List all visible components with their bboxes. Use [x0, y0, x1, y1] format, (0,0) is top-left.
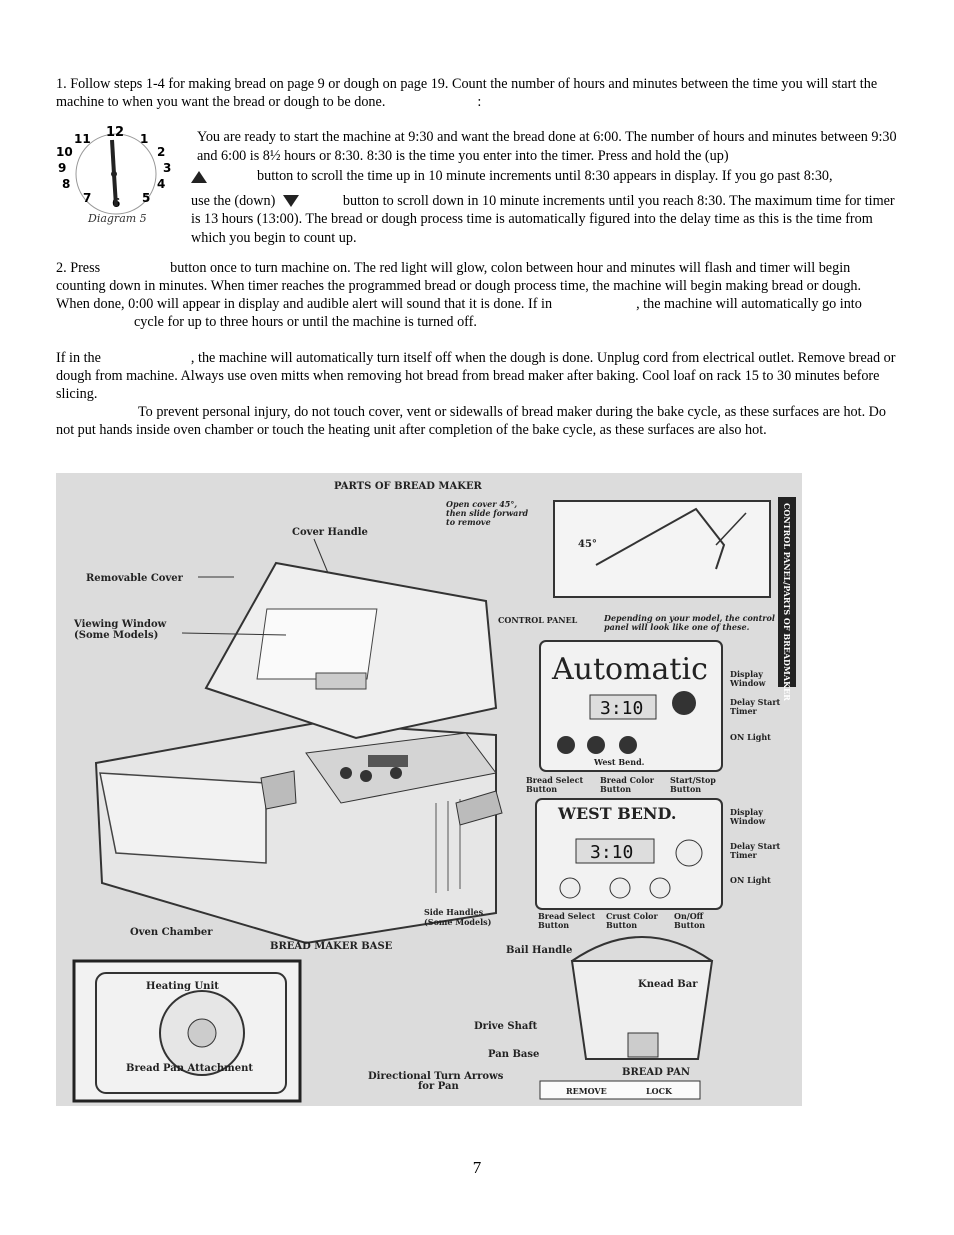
clock-num-8: 8: [62, 177, 70, 191]
para3: If in the, the machine will automaticall…: [56, 349, 898, 439]
viewing-window-label: Viewing Window: [73, 619, 167, 630]
button-word-1b: Button: [600, 784, 631, 794]
side-tab-label: CONTROL PANEL/PARTS OF BREADMAKER: [782, 503, 792, 701]
example-line3a: use the (down): [191, 192, 276, 209]
clock-num-2: 2: [157, 145, 165, 159]
warning-text: To prevent personal injury, do not touch…: [56, 404, 887, 438]
delay-start-label-2b: Timer: [730, 850, 758, 860]
control-panel-label: CONTROL PANEL: [498, 615, 578, 625]
clock-num-9: 9: [58, 161, 66, 175]
down-arrow-icon: [282, 195, 299, 208]
clock-num-3: 3: [163, 161, 171, 175]
lock-label: LOCK: [646, 1086, 673, 1096]
button-word-1c: Button: [670, 784, 701, 794]
bread-pan: [570, 960, 714, 1060]
example-line2: button to scroll the time up in 10 minut…: [257, 168, 833, 184]
step2-b: button once to turn machine on. The red …: [56, 260, 862, 312]
step1-paragraph: 1. Follow steps 1-4 for making bread on …: [56, 75, 898, 111]
display-window-label-1: Display: [730, 669, 763, 679]
bread-color-label-1: Bread Color: [600, 775, 655, 785]
heating-unit-label: Heating Unit: [146, 981, 219, 992]
timer-example-paragraph: You are ready to start the machine at 9:…: [191, 128, 897, 247]
panel1-brand: Automatic: [551, 652, 708, 687]
cover-angle-inset: [553, 500, 771, 598]
button-word-2a: Button: [538, 920, 569, 930]
clock-hour-hand: [110, 139, 116, 175]
clock-num-4: 4: [157, 177, 165, 191]
on-light-label-2: ON Light: [730, 875, 771, 885]
directional-arrows-label-2: for Pan: [418, 1081, 459, 1092]
diagram5-caption: Diagram 5: [87, 212, 147, 225]
base-label: BREAD MAKER BASE: [270, 941, 393, 952]
angle-label: 45°: [578, 539, 597, 550]
on-off-label: On/Off: [674, 911, 704, 921]
figure-title: PARTS OF BREAD MAKER: [334, 481, 483, 492]
delay-start-label-1: Delay Start: [730, 697, 781, 707]
viewing-window-note: (Some Models): [74, 630, 158, 641]
turn-arrows-strip: [539, 1080, 701, 1100]
step1-colon: :: [477, 94, 482, 110]
side-handles-label: Side Handles: [424, 907, 484, 917]
clock-num-1: 1: [140, 132, 148, 146]
delay-start-label-2: Delay Start: [730, 841, 781, 851]
clock-num-10: 10: [56, 145, 73, 159]
side-handles-note: (Some Models): [424, 917, 492, 927]
directional-arrows-label: Directional Turn Arrows: [368, 1071, 504, 1082]
display-window-label-2b: Window: [729, 816, 767, 826]
example-line3b: button to scroll down in 10 minute incre…: [191, 192, 895, 246]
removable-cover-label: Removable Cover: [86, 573, 184, 584]
button-word-1a: Button: [526, 784, 557, 794]
control-panel-note-1: Depending on your model, the control: [603, 613, 775, 623]
pan-base-label: Pan Base: [488, 1049, 539, 1060]
button-word-2c: Button: [674, 920, 705, 930]
side-tab: [778, 497, 796, 687]
display-window-label-2: Display: [730, 807, 763, 817]
step1-text: 1. Follow steps 1-4 for making bread on …: [56, 76, 878, 110]
knead-bar-label: Knead Bar: [638, 979, 698, 990]
para3-a: If in the: [56, 350, 101, 366]
clock-num-12: 12: [106, 126, 124, 140]
display-window-label-1b: Window: [729, 678, 767, 688]
drive-shaft-label: Drive Shaft: [474, 1021, 538, 1032]
bread-select-label-1: Bread Select: [526, 775, 583, 785]
cover-handle-label: Cover Handle: [292, 527, 368, 538]
bread-pan-label: BREAD PAN: [622, 1067, 690, 1078]
step2-d: cycle for up to three hours or until the…: [134, 314, 477, 330]
delay-start-label-1b: Timer: [730, 706, 758, 716]
on-light-label-1: ON Light: [730, 732, 771, 742]
page-number: 7: [472, 1158, 482, 1177]
start-stop-label: Start/Stop: [670, 775, 716, 785]
bail-handle-label: Bail Handle: [506, 945, 572, 956]
diagram5-clock: 12 1 2 3 4 5 6 7 8 9 10 11 Diagram 5: [56, 125, 182, 226]
clock-minute-hand: [112, 173, 118, 207]
parts-of-bread-maker-figure: CONTROL PANEL/PARTS OF BREADMAKER PARTS …: [56, 473, 802, 1106]
up-arrow-icon: [191, 170, 207, 183]
step2-c: , the machine will automatically go into: [636, 296, 862, 312]
crust-color-label: Crust Color: [606, 911, 658, 921]
step2-a: 2. Press: [56, 260, 101, 276]
open-cover-note-3: to remove: [446, 517, 491, 527]
example-line1: You are ready to start the machine at 9:…: [197, 129, 897, 164]
clock-num-7: 7: [83, 191, 91, 205]
clock-num-11: 11: [74, 132, 91, 146]
oven-chamber-label: Oven Chamber: [130, 927, 213, 938]
para3-b: , the machine will automatically turn it…: [56, 350, 896, 402]
panel1-display: 3:10: [600, 698, 643, 719]
button-word-2b: Button: [606, 920, 637, 930]
panel2-brand: WEST BEND.: [557, 804, 676, 823]
remove-label: REMOVE: [566, 1086, 607, 1096]
open-cover-note-2: then slide forward: [446, 508, 529, 518]
panel1-footer: West Bend.: [593, 757, 645, 767]
bread-select-label-2: Bread Select: [538, 911, 595, 921]
panel2-display: 3:10: [590, 842, 633, 863]
control-panel-note-2: panel will look like one of these.: [604, 622, 750, 632]
open-cover-note-1: Open cover 45°,: [446, 499, 517, 509]
bread-pan-attachment-label: Bread Pan Attachment: [126, 1063, 253, 1074]
clock-num-5: 5: [142, 191, 150, 205]
